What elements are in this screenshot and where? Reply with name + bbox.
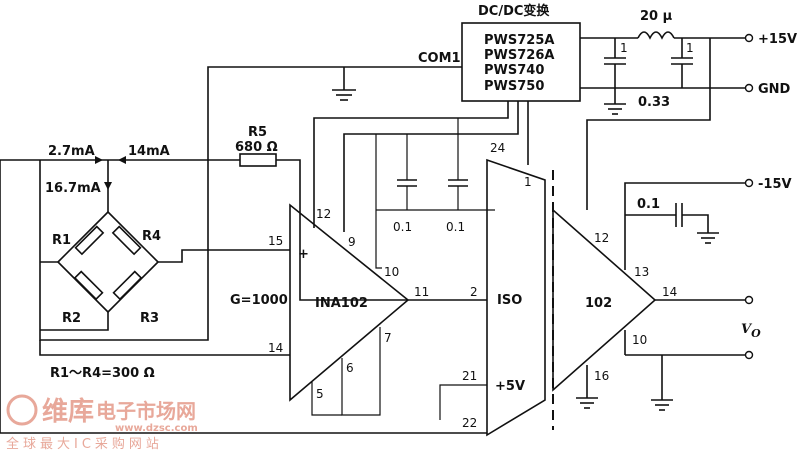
r1-label: R1 — [52, 233, 71, 248]
filter-cap-1-label: 1 — [620, 41, 628, 55]
ina-pin-7: 7 — [384, 331, 392, 345]
resistor-r3 — [112, 270, 143, 301]
current-left-label: 2.7mA — [48, 144, 95, 159]
ina-pin-14: 14 — [268, 341, 283, 355]
minus15-terminal — [744, 178, 754, 188]
gnd-terminal — [744, 83, 754, 93]
iso-isolation-amplifier — [486, 158, 546, 437]
inductor — [637, 31, 675, 40]
current-arrow-right — [118, 156, 126, 164]
ina-pin-9: 9 — [348, 235, 356, 249]
dcdc-model-3: PWS740 — [484, 63, 544, 78]
bridge-note: R1～R4=300 Ω — [50, 366, 155, 381]
current-arrow-left — [95, 156, 103, 164]
ground-symbol-com1 — [332, 89, 356, 101]
out-pin-13: 13 — [634, 265, 649, 279]
current-total-label: 16.7mA — [45, 181, 101, 196]
resistor-r4 — [111, 225, 142, 256]
ina-pin-5: 5 — [316, 387, 324, 401]
watermark-slogan: 全球最大IC采购网站 — [6, 436, 163, 452]
r2-label: R2 — [62, 311, 81, 326]
ina-pin-11: 11 — [414, 285, 429, 299]
ina102-amplifier — [289, 203, 410, 402]
iso-cap-1-label: 0.1 — [393, 220, 412, 234]
current-arrow-down — [104, 182, 112, 190]
out-amp-supply-wire — [586, 38, 711, 210]
vo-main: V — [741, 322, 753, 337]
ina-name: INA102 — [315, 296, 368, 311]
out-cap-label: 0.1 — [637, 197, 660, 212]
iso-pin-1: 1 — [524, 175, 532, 189]
ina-plus-sign: + — [298, 247, 309, 262]
plus15-terminal — [744, 33, 754, 43]
iso-name: ISO — [497, 293, 522, 308]
vo-subscript: O — [751, 327, 761, 340]
out-pin-10: 10 — [632, 333, 647, 347]
iso-pin-24: 24 — [490, 141, 505, 155]
dcdc-model-2: PWS726A — [484, 48, 554, 63]
output-amplifier — [552, 208, 657, 392]
minus15-wire — [624, 182, 745, 270]
iso-pin-22: 22 — [462, 416, 477, 430]
watermark-logo-icon — [6, 394, 38, 426]
iso-cap-2-label: 0.1 — [446, 220, 465, 234]
out-pin-12: 12 — [594, 231, 609, 245]
out-pin-16: 16 — [594, 369, 609, 383]
gnd-label: GND — [758, 82, 791, 97]
r4-label: R4 — [142, 229, 161, 244]
resistor-r1 — [74, 225, 105, 256]
ina-pin12-supply — [313, 101, 509, 228]
r5-label: R5 — [248, 125, 267, 140]
bridge-to-ina-plus — [158, 249, 290, 263]
ina-pin-6: 6 — [346, 361, 354, 375]
iso-pin-21: 21 — [462, 369, 477, 383]
out-pin-14: 14 — [662, 285, 677, 299]
watermark-site: 电子市场网 — [96, 399, 196, 423]
resistor-r2 — [73, 270, 104, 301]
com1-wire — [39, 66, 462, 341]
plus15-label: +15V — [758, 32, 797, 47]
dcdc-model-1: PWS725A — [484, 33, 554, 48]
minus15-label: -15V — [758, 177, 792, 192]
out-amp-name: 102 — [585, 296, 612, 311]
ina-pin-15: 15 — [268, 234, 283, 248]
filter-cap-2-label: 1 — [686, 41, 694, 55]
ina-pin-12: 12 — [316, 207, 331, 221]
ina-pin7-wire — [341, 327, 381, 416]
current-right-label: 14mA — [128, 144, 170, 159]
watermark-brand: 维库 — [42, 396, 94, 427]
ina-pin-10: 10 — [384, 265, 399, 279]
iso-plus5: +5V — [495, 379, 525, 394]
filter-cap-3-label: 0.33 — [638, 95, 670, 110]
iso-pin-2: 2 — [470, 285, 478, 299]
dcdc-model-4: PWS750 — [484, 79, 544, 94]
ground-symbol-out — [651, 399, 673, 411]
ina-pin9-supply — [343, 101, 519, 232]
ina-gain: G=1000 — [230, 293, 288, 308]
dcdc-title: DC/DC变换 — [478, 3, 550, 19]
com1-label: COM1 — [418, 51, 461, 66]
dcdc-converter-box — [461, 22, 581, 102]
inductor-label: 20 μ — [640, 9, 673, 24]
resistor-r5 — [239, 153, 277, 167]
output-terminal — [744, 295, 754, 305]
output-return-terminal — [744, 350, 754, 360]
watermark-url: www.dzsc.com — [115, 423, 198, 434]
vo-label: VO — [741, 322, 761, 340]
r5-value: 680 Ω — [235, 140, 278, 155]
ground-symbol-out-pin16 — [576, 397, 598, 409]
r5-to-ina-wire — [276, 159, 408, 301]
ground-symbol-out-cap — [697, 232, 719, 244]
bridge-to-ina-14 — [39, 340, 290, 356]
watermark: 维库 电子市场网 www.dzsc.com 全球最大IC采购网站 — [6, 394, 198, 452]
ground-symbol-dcdc — [604, 103, 626, 115]
r3-label: R3 — [140, 311, 159, 326]
